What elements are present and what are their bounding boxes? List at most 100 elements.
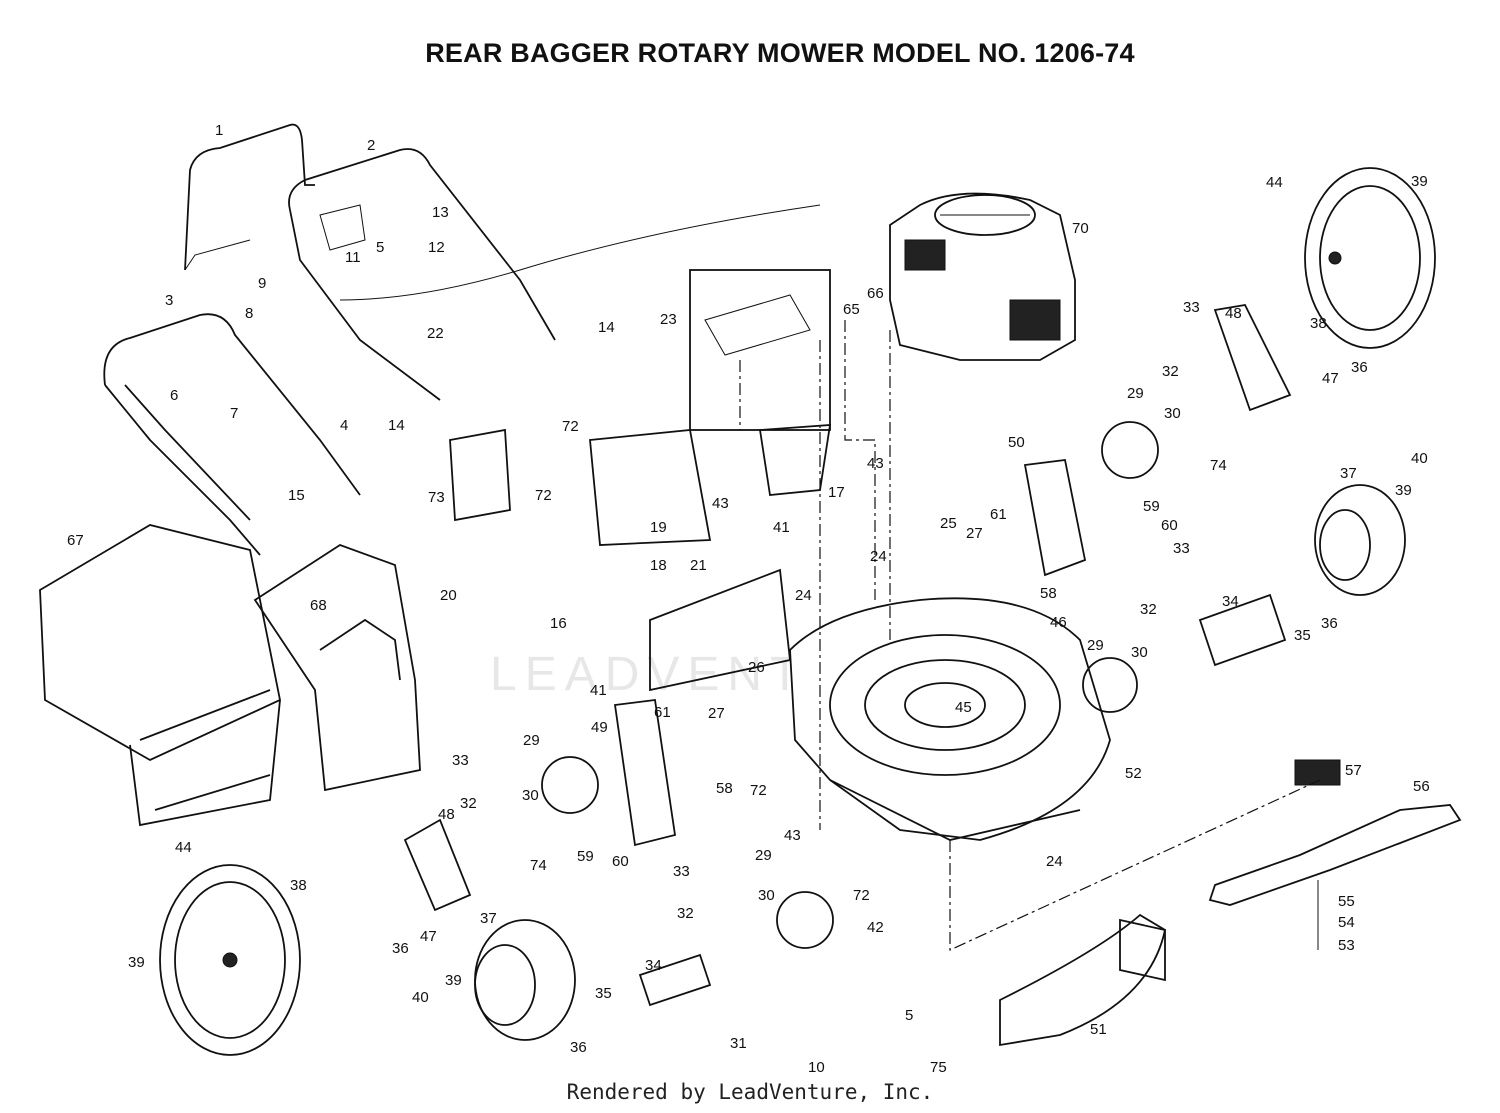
callout-12: 12 [428, 239, 445, 256]
callout-29: 29 [755, 847, 772, 864]
callout-53: 53 [1338, 937, 1355, 954]
callout-36: 36 [1321, 615, 1338, 632]
cable-part [339, 204, 821, 301]
callout-29: 29 [1087, 637, 1104, 654]
callout-51: 51 [1090, 1021, 1107, 1038]
callout-45: 45 [955, 699, 972, 716]
callout-38: 38 [290, 877, 307, 894]
callout-29: 29 [1127, 385, 1144, 402]
callout-30: 30 [758, 887, 775, 904]
callout-39: 39 [1395, 482, 1412, 499]
callout-5: 5 [905, 1007, 913, 1024]
callout-24: 24 [870, 548, 887, 565]
callout-2: 2 [367, 137, 375, 154]
callout-39: 39 [128, 954, 145, 971]
callout-22: 22 [427, 325, 444, 342]
callout-6: 6 [170, 387, 178, 404]
callout-61: 61 [654, 704, 671, 721]
callout-36: 36 [570, 1039, 587, 1056]
callout-59: 59 [577, 848, 594, 865]
callout-57: 57 [1345, 762, 1362, 779]
callout-46: 46 [1050, 614, 1067, 631]
rear-wheel-left-part [159, 864, 301, 1056]
callout-61: 61 [990, 506, 1007, 523]
callout-30: 30 [1164, 405, 1181, 422]
callout-39: 39 [445, 972, 462, 989]
callout-73: 73 [428, 489, 445, 506]
diagram-title: REAR BAGGER ROTARY MOWER MODEL NO. 1206-… [425, 38, 1135, 68]
lower-handle-part [103, 313, 361, 556]
callout-17: 17 [828, 484, 845, 501]
callout-47: 47 [420, 928, 437, 945]
callout-72: 72 [750, 782, 767, 799]
assembly-lines [739, 320, 1321, 951]
callout-29: 29 [523, 732, 540, 749]
callout-60: 60 [612, 853, 629, 870]
callout-43: 43 [867, 455, 884, 472]
rear-skirt-parts [449, 424, 832, 692]
rear-door-assembly-part [689, 269, 831, 431]
callout-47: 47 [1322, 370, 1339, 387]
callout-16: 16 [550, 615, 567, 632]
callout-70: 70 [1072, 220, 1089, 237]
callout-55: 55 [1338, 893, 1355, 910]
footer-credit: Rendered by LeadVenture, Inc. [566, 1080, 934, 1104]
callout-36: 36 [392, 940, 409, 957]
callout-33: 33 [1183, 299, 1200, 316]
callout-26: 26 [748, 659, 765, 676]
callout-8: 8 [245, 305, 253, 322]
callout-36: 36 [1351, 359, 1368, 376]
callout-33: 33 [452, 752, 469, 769]
callout-1: 1 [215, 122, 223, 139]
callout-65: 65 [843, 301, 860, 318]
callout-labels: 1234556789101112131414151617181920212223… [67, 122, 1430, 1076]
callout-74: 74 [530, 857, 547, 874]
rear-wheel-right-part [1304, 167, 1436, 349]
callout-50: 50 [1008, 434, 1025, 451]
callout-68: 68 [310, 597, 327, 614]
callout-54: 54 [1338, 914, 1355, 931]
handle-frame-part [288, 148, 556, 401]
bag-frame-part [253, 544, 421, 792]
callout-72: 72 [535, 487, 552, 504]
callout-52: 52 [1125, 765, 1142, 782]
callout-72: 72 [562, 418, 579, 435]
callout-67: 67 [67, 532, 84, 549]
callout-32: 32 [460, 795, 477, 812]
callout-60: 60 [1161, 517, 1178, 534]
callout-24: 24 [795, 587, 812, 604]
callout-14: 14 [598, 319, 615, 336]
grass-bag-part [39, 524, 282, 827]
callout-48: 48 [1225, 305, 1242, 322]
callout-39: 39 [1411, 173, 1428, 190]
callout-49: 49 [591, 719, 608, 736]
callout-58: 58 [1040, 585, 1057, 602]
mower-deck-part [789, 597, 1111, 841]
callout-27: 27 [708, 705, 725, 722]
upper-handle-part [184, 123, 315, 271]
callout-13: 13 [432, 204, 449, 221]
callout-25: 25 [940, 515, 957, 532]
callout-5: 5 [376, 239, 384, 256]
engine-part [889, 192, 1076, 361]
callout-7: 7 [230, 405, 238, 422]
callout-9: 9 [258, 275, 266, 292]
callout-40: 40 [1411, 450, 1428, 467]
callout-24: 24 [1046, 853, 1063, 870]
callout-66: 66 [867, 285, 884, 302]
baffle-part [999, 913, 1167, 1047]
callout-48: 48 [438, 806, 455, 823]
callout-14: 14 [388, 417, 405, 434]
callout-18: 18 [650, 557, 667, 574]
callout-3: 3 [165, 292, 173, 309]
callout-75: 75 [930, 1059, 947, 1076]
height-adjuster-parts [541, 421, 1159, 949]
callout-43: 43 [712, 495, 729, 512]
callout-30: 30 [1131, 644, 1148, 661]
callout-44: 44 [175, 839, 192, 856]
callout-32: 32 [1162, 363, 1179, 380]
callout-23: 23 [660, 311, 677, 328]
callout-72: 72 [853, 887, 870, 904]
front-wheel-left-part [474, 919, 576, 1041]
